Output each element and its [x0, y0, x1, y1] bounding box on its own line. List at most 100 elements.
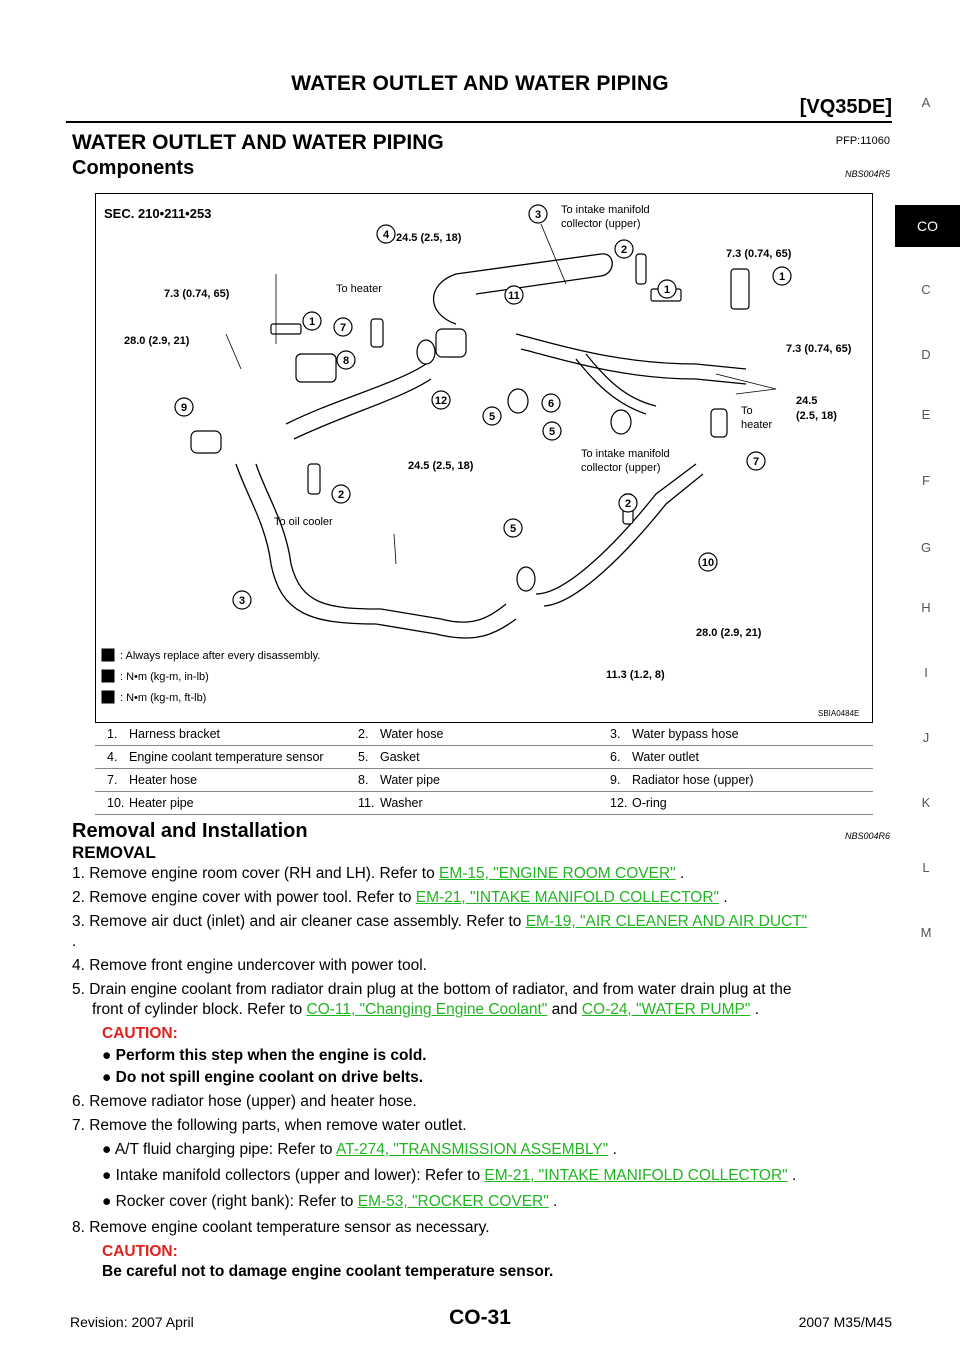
side-index-letter[interactable]: M [920, 925, 932, 940]
callout-number: 5 [510, 523, 516, 535]
header-rule [66, 121, 892, 123]
callout-circle [376, 224, 396, 244]
bullet-text: A/T fluid charging pipe: Refer to [114, 1141, 336, 1158]
side-index-letter[interactable]: D [921, 347, 931, 362]
part-name: Radiator hose (upper) [632, 773, 754, 787]
section-title: WATER OUTLET AND WATER PIPING [72, 131, 444, 154]
part-cell: 4.Engine coolant temperature sensor [107, 750, 324, 764]
torque-label-right-top: 7.3 (0.74, 65) [726, 248, 792, 260]
legend-line-2: : N•m (kg-m, in-lb) [120, 671, 209, 683]
step-5-cont: front of cylinder block. Refer to CO-11,… [92, 1001, 759, 1018]
bullet-text: Intake manifold collectors (upper and lo… [115, 1167, 485, 1184]
part-number: 7. [107, 773, 118, 787]
side-index-letter[interactable]: J [922, 730, 930, 745]
footer-model: 2007 M35/M45 [798, 1314, 892, 1330]
side-index-letter[interactable]: E [921, 407, 931, 422]
link-em-53[interactable]: EM-53, "ROCKER COVER" [357, 1193, 549, 1210]
link-em-15[interactable]: EM-15, "ENGINE ROOM COVER" [439, 865, 676, 882]
part-name: Water pipe [380, 773, 440, 787]
caution-item-2: ● Do not spill engine coolant on drive b… [102, 1069, 424, 1086]
engine-code: [VQ35DE] [799, 96, 892, 118]
legend-line-3: : N•m (kg-m, ft-lb) [120, 692, 206, 704]
side-index-letter[interactable]: H [921, 600, 931, 615]
callout-number: 3 [535, 209, 541, 221]
label-collector-1: collector (upper) [561, 218, 640, 230]
part-name: Water bypass hose [632, 727, 739, 741]
step-text: . [719, 889, 728, 906]
removal-heading: REMOVAL [72, 843, 156, 862]
torque-label-left-mid: 28.0 (2.9, 21) [124, 335, 190, 347]
part-number: 11. [358, 796, 375, 810]
bullet-text: Rocker cover (right bank): Refer to [115, 1193, 358, 1210]
callout-circle [746, 451, 766, 471]
part-cell: 9. Radiator hose (upper) [610, 773, 754, 787]
part-cell: 12.O-ring [610, 796, 667, 810]
side-index-letter[interactable]: I [924, 665, 928, 680]
link-em-21-b[interactable]: EM-21, "INTAKE MANIFOLD COLLECTOR" [484, 1167, 788, 1184]
callout-number: 1 [779, 271, 785, 283]
label-to-heater-1: To heater [336, 283, 382, 295]
callout-number: 8 [343, 355, 349, 367]
label-to-intake-2: To intake manifold [581, 448, 670, 460]
link-co-24[interactable]: CO-24, "WATER PUMP" [581, 1001, 751, 1018]
link-co-11[interactable]: CO-11, "Changing Engine Coolant" [306, 1001, 548, 1018]
step-text: . [750, 1001, 760, 1018]
side-index-letter[interactable]: A [921, 95, 931, 110]
callout-circle [482, 406, 502, 426]
callout-circle [504, 285, 524, 305]
callout-number: 7 [340, 322, 346, 334]
side-index-letter[interactable]: C [921, 282, 931, 297]
part-number: 10. [107, 796, 125, 810]
pfp-code: PFP:11060 [835, 135, 890, 147]
torque-label-right-mid: 7.3 (0.74, 65) [786, 343, 852, 355]
step-7: 7. Remove the following parts, when remo… [72, 1117, 467, 1134]
part-number: 5. [358, 750, 369, 764]
bullet-text: . [787, 1167, 797, 1184]
step-text: 1. Remove engine room cover (RH and LH).… [72, 865, 439, 882]
step-text: . [675, 865, 685, 882]
step-6: 6. Remove radiator hose (upper) and heat… [72, 1093, 417, 1110]
callout-circle [302, 311, 322, 331]
callout-circle [657, 279, 677, 299]
bullet-text: . [548, 1193, 558, 1210]
callout-circle [618, 493, 638, 513]
step-text: . [72, 933, 77, 950]
side-index-letter[interactable]: K [921, 795, 931, 810]
side-index-letter[interactable]: G [920, 540, 932, 555]
side-index-letter[interactable]: L [922, 860, 930, 875]
step-text: front of cylinder block. Refer to [92, 1001, 307, 1018]
part-number: 9. [610, 773, 621, 787]
callout-number: 12 [435, 395, 447, 407]
callout-number: 2 [621, 244, 627, 256]
torque-label-4: 24.5 (2.5, 18) [396, 232, 462, 244]
label-to: To [741, 405, 753, 417]
label-to-oil-cooler: To oil cooler [274, 516, 333, 528]
callout-circle [541, 393, 561, 413]
side-tab-co[interactable]: CO [895, 205, 960, 247]
callout-circle [331, 484, 351, 504]
part-name: Washer [380, 796, 423, 810]
caution-text: Perform this step when the engine is col… [115, 1047, 427, 1064]
part-cell: 5.Gasket [358, 750, 420, 764]
torque-label-bottom: 11.3 (1.2, 8) [606, 669, 665, 681]
step-4: 4. Remove front engine undercover with p… [72, 957, 427, 974]
callout-number: 2 [625, 498, 631, 510]
link-at-274[interactable]: AT-274, "TRANSMISSION ASSEMBLY" [335, 1141, 609, 1158]
caution-label-2: CAUTION: [102, 1243, 178, 1260]
link-em-19[interactable]: EM-19, "AIR CLEANER AND AIR DUCT" [525, 913, 808, 930]
callout-number: 1 [664, 284, 670, 296]
callout-number: 9 [181, 402, 187, 414]
side-index-letter[interactable]: F [922, 473, 930, 488]
components-diagram: SEC. 210•211•253 24.5 (2.5, 18) 7.3 (0.7… [95, 193, 873, 723]
link-em-21[interactable]: EM-21, "INTAKE MANIFOLD COLLECTOR" [415, 889, 720, 906]
part-cell: 6.Water outlet [610, 750, 699, 764]
part-name: O-ring [632, 796, 667, 810]
torque-label-lower-right: 28.0 (2.9, 21) [696, 627, 762, 639]
callout-circle [542, 421, 562, 441]
part-cell: 11. Washer [358, 796, 423, 810]
step-5: 5. Drain engine coolant from radiator dr… [72, 980, 892, 1020]
page-header-title: WATER OUTLET AND WATER PIPING [291, 72, 669, 95]
caution-item-1: ● Perform this step when the engine is c… [102, 1047, 427, 1064]
